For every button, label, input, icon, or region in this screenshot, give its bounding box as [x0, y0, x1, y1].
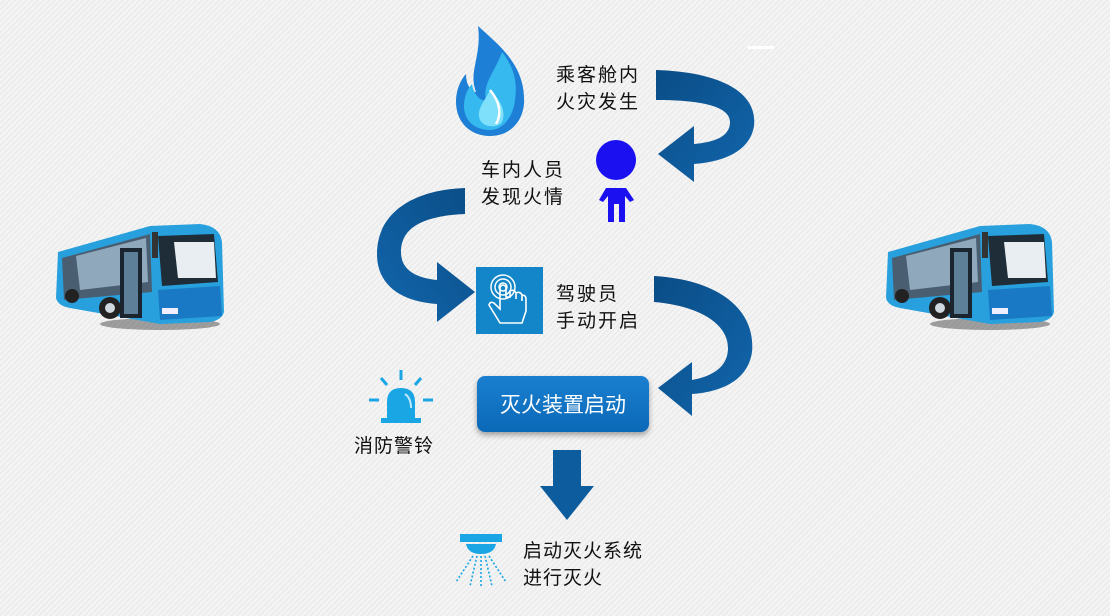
- person-icon: [596, 140, 636, 222]
- fire-icon: [456, 26, 525, 136]
- siren-icon: [369, 370, 433, 423]
- step-system-line1: 启动灭火系统: [523, 540, 644, 562]
- step-system-line2: 进行灭火: [523, 567, 604, 589]
- step-fire-line2: 火灾发生: [556, 91, 641, 113]
- step-fire-label: 乘客舱内 火灾发生: [556, 62, 640, 116]
- step-driver-line2: 手动开启: [556, 310, 641, 332]
- sprinkler-icon: [455, 534, 507, 588]
- step-driver-line1: 驾驶员: [556, 283, 620, 305]
- down-arrow: [540, 450, 594, 520]
- alarm-label: 消防警铃: [354, 435, 435, 457]
- step-system-label: 启动灭火系统 进行灭火: [523, 538, 643, 592]
- extinguisher-device-start-button[interactable]: 灭火装置启动: [477, 376, 649, 432]
- step-person-label: 车内人员 发现火情: [481, 157, 565, 211]
- bus-icon-right: [886, 224, 1054, 330]
- curved-arrow-person-to-driver: [377, 188, 475, 322]
- step-person-line2: 发现火情: [481, 186, 566, 208]
- curved-arrow-driver-to-device: [654, 276, 753, 416]
- touch-hand-icon: [476, 267, 543, 334]
- decorative-dash: [748, 46, 774, 49]
- step-fire-line1: 乘客舱内: [556, 64, 641, 86]
- bus-icon-left: [56, 224, 224, 330]
- step-person-line1: 车内人员: [481, 159, 566, 181]
- step-driver-label: 驾驶员 手动开启: [556, 281, 640, 335]
- curved-arrow-fire-to-person: [656, 70, 755, 182]
